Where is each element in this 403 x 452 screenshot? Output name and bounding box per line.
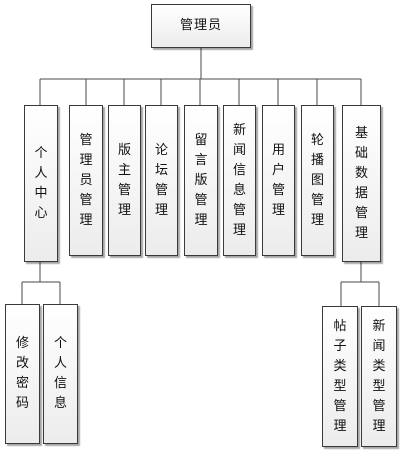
module-admin-management: 管理员管理	[69, 105, 103, 256]
module-forum-management: 论坛管理	[145, 105, 178, 256]
module-personal-center: 个人中心	[24, 105, 58, 262]
sub-change-password: 修改密码	[5, 304, 40, 444]
module-label: 新闻信息管理	[233, 122, 247, 238]
module-user-management: 用户管理	[262, 105, 295, 256]
root-label: 管理员	[179, 18, 222, 33]
module-news-management: 新闻信息管理	[223, 105, 256, 256]
module-moderator-management: 版主管理	[108, 105, 141, 256]
sub-news-type-management: 新闻类型管理	[361, 306, 397, 447]
module-label: 轮播图管理	[311, 132, 325, 228]
module-guestbook-management: 留言版管理	[184, 105, 218, 256]
sub-label: 新闻类型管理	[372, 318, 386, 434]
module-label: 留言版管理	[194, 132, 208, 228]
module-label: 论坛管理	[155, 142, 169, 218]
sub-label: 帖子类型管理	[333, 318, 347, 434]
module-carousel-management: 轮播图管理	[301, 105, 334, 256]
module-label: 管理员管理	[79, 132, 93, 228]
module-basic-data-management: 基础数据管理	[342, 105, 381, 262]
sub-label: 修改密码	[16, 336, 30, 411]
sub-label: 个人信息	[54, 336, 68, 411]
module-label: 版主管理	[118, 142, 132, 218]
sub-personal-info: 个人信息	[43, 304, 78, 444]
module-label: 个人中心	[34, 145, 48, 221]
root-node: 管理员	[151, 4, 251, 48]
module-label: 基础数据管理	[355, 125, 369, 241]
sub-post-type-management: 帖子类型管理	[322, 306, 358, 447]
module-label: 用户管理	[272, 142, 286, 218]
